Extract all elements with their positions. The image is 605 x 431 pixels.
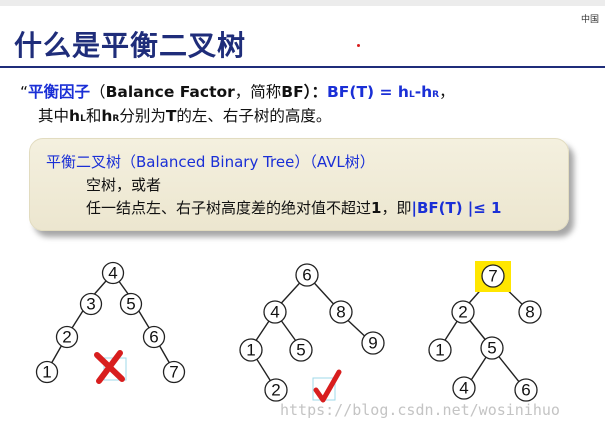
formula-dash: -h [414, 83, 433, 101]
box-line-empty-tree: 空树，或者 [86, 176, 162, 194]
tree1-node: 6 [142, 325, 166, 349]
svg-text:1: 1 [435, 341, 444, 360]
slide-title: 什么是平衡二叉树 [14, 29, 247, 62]
t-symbol: T [165, 107, 177, 125]
line2-prefix: 其中 [38, 107, 70, 125]
condition-text: 任一结点左、右子树高度差的绝对值不超过 [86, 199, 372, 217]
cross-mark-icon [94, 350, 127, 384]
tree3-node: 5 [480, 336, 504, 360]
tree3-node: 2 [451, 300, 475, 324]
svg-text:8: 8 [336, 303, 345, 322]
formula-main: BF(T) = h [326, 83, 409, 101]
h-left-sub: L [80, 114, 86, 124]
svg-text:5: 5 [126, 295, 135, 314]
svg-text:3: 3 [86, 295, 95, 314]
tree-3: 7 2 8 1 5 4 6 [428, 261, 542, 402]
tree2-node: 4 [263, 300, 287, 324]
svg-text:8: 8 [525, 303, 534, 322]
tree2-node: 8 [329, 300, 353, 324]
svg-text:7: 7 [169, 363, 178, 382]
line2-and: 和 [85, 107, 102, 125]
tree1-node: 3 [79, 292, 103, 316]
tree2-node: 9 [361, 331, 385, 355]
svg-text:6: 6 [302, 266, 311, 285]
tree2-node: 6 [295, 263, 319, 287]
english-term: Balance Factor [105, 83, 235, 101]
svg-text:9: 9 [368, 334, 377, 353]
svg-text:2: 2 [62, 328, 71, 347]
tree2-node: 1 [239, 338, 263, 362]
svg-text:1: 1 [246, 341, 255, 360]
tree1-node: 2 [55, 325, 79, 349]
condition-one: 1 [371, 199, 382, 217]
svg-text:1: 1 [42, 363, 51, 382]
window-top-strip [0, 0, 605, 6]
box-line-condition: 任一结点左、右子树高度差的绝对值不超过1，即|BF(T) |≤ 1 [86, 197, 502, 218]
h-left: h [69, 107, 81, 125]
svg-text:4: 4 [108, 264, 117, 283]
open-quote: “ [20, 83, 29, 101]
tree3-node: 6 [514, 378, 538, 402]
corner-label: 中国 [580, 15, 599, 25]
h-right-sub: R [112, 114, 120, 124]
title-underline [0, 66, 605, 68]
paren-close: ）： [303, 83, 327, 101]
formula: BF(T) = hL-hR [327, 83, 439, 101]
h-right: h [101, 107, 113, 125]
balance-factor-definition: “平衡因子（Balance Factor，简称BF）：BF(T) = hL-hR… [20, 80, 455, 102]
tree1-node: 1 [35, 360, 59, 384]
svg-text:4: 4 [459, 379, 468, 398]
svg-text:5: 5 [487, 339, 496, 358]
tree-examples: 4 3 5 2 6 1 7 6 4 8 1 5 9 2 [35, 261, 542, 403]
tree-2: 6 4 8 1 5 9 2 [239, 263, 385, 403]
condition-mid: ，即 [381, 199, 412, 217]
svg-text:2: 2 [271, 381, 280, 400]
formula-sub-l: L [408, 90, 415, 100]
tree1-node: 5 [119, 292, 143, 316]
box-heading: 平衡二叉树（Balanced Binary Tree）（AVL树） [46, 153, 375, 171]
paren-open: （ [90, 83, 106, 101]
tree2-node: 2 [264, 378, 288, 402]
comma-abbr-label: ，简称 [234, 83, 282, 101]
height-explanation: 其中hL和hR分别为T的左、右子树的高度。 [38, 104, 331, 126]
laser-pointer-dot [357, 44, 360, 47]
line2-middle: 分别为 [119, 107, 166, 125]
tree3-node: 8 [518, 300, 542, 324]
svg-text:4: 4 [270, 303, 279, 322]
tree1-node: 7 [162, 360, 186, 384]
svg-text:7: 7 [488, 267, 497, 286]
condition-formula: |BF(T) |≤ 1 [411, 199, 502, 217]
tree-1: 4 3 5 2 6 1 7 [35, 261, 186, 384]
tree3-node: 1 [428, 338, 452, 362]
check-mark-icon [312, 369, 342, 403]
watermark-url: https://blog.csdn.net/wosinihuo [280, 401, 560, 419]
line1-end: ， [439, 83, 455, 101]
tree3-node: 4 [452, 376, 476, 400]
tree3-node: 7 [481, 264, 505, 288]
formula-sub-r: R [432, 90, 440, 100]
term-balance-factor: 平衡因子 [28, 83, 91, 101]
svg-text:2: 2 [458, 303, 467, 322]
svg-text:5: 5 [296, 341, 305, 360]
svg-text:6: 6 [149, 328, 158, 347]
abbr-bf: BF [281, 83, 304, 101]
tree2-node: 5 [289, 338, 313, 362]
definition-box: 平衡二叉树（Balanced Binary Tree）（AVL树） 空树，或者 … [29, 138, 569, 231]
svg-text:6: 6 [521, 381, 530, 400]
line2-end: 的左、右子树的高度。 [176, 107, 332, 125]
tree1-node: 4 [101, 261, 125, 285]
